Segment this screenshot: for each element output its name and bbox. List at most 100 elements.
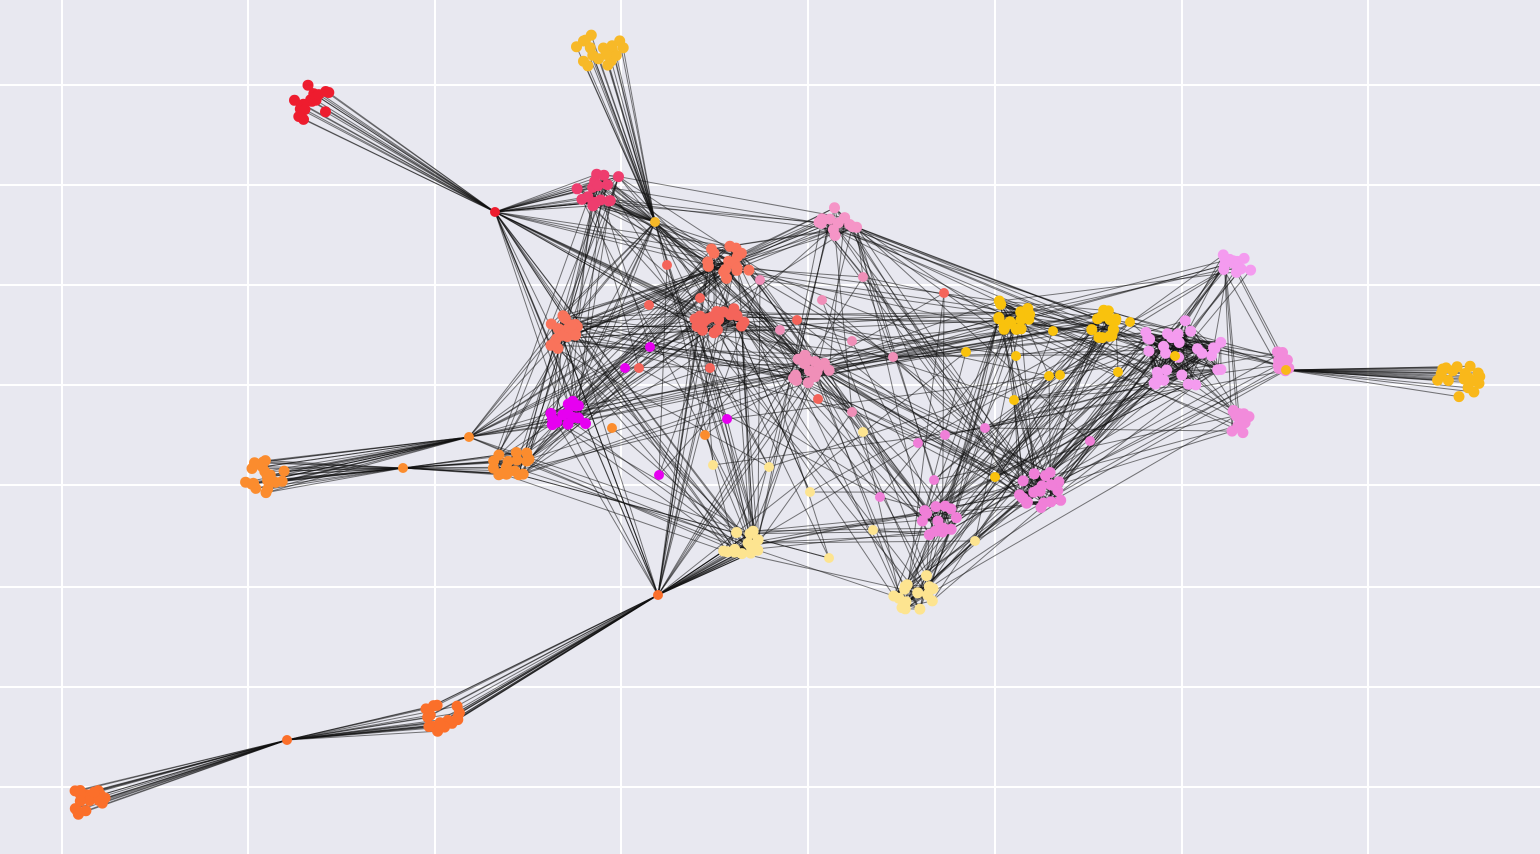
c-orange-bottom-node	[84, 795, 96, 806]
bridge-node	[634, 363, 644, 373]
edge	[657, 318, 708, 596]
edge	[1033, 352, 1166, 493]
edge	[567, 336, 853, 413]
c-orange-left-node	[249, 457, 260, 469]
c-violet-right-node	[1215, 364, 1227, 375]
edge	[657, 361, 806, 596]
bridge-node	[813, 394, 823, 404]
h-orange-4-node	[282, 735, 292, 745]
edge	[657, 530, 754, 596]
c-yellow-b-node	[1104, 330, 1116, 342]
edge	[892, 310, 1109, 358]
bridge-node	[868, 525, 878, 535]
edge	[935, 425, 1238, 508]
c-orange-mid-node	[500, 461, 512, 473]
edge	[711, 316, 933, 602]
edge	[98, 739, 288, 801]
edge	[618, 176, 845, 219]
c-violet-low-node	[950, 512, 962, 524]
edge	[494, 173, 597, 213]
edge	[937, 310, 1109, 522]
edge	[262, 461, 404, 469]
c-orange-mid-node	[517, 468, 529, 480]
edge	[578, 370, 810, 407]
bridge-node	[980, 423, 990, 433]
c-salmon-top-node	[724, 240, 736, 252]
edge	[824, 362, 1059, 492]
c-magenta-node	[546, 413, 558, 424]
edge	[654, 221, 810, 372]
edge	[942, 346, 1164, 529]
edge	[733, 310, 906, 587]
edge	[1235, 272, 1283, 361]
edge	[1233, 263, 1284, 358]
edge	[736, 256, 759, 551]
edge	[270, 467, 404, 476]
edge	[702, 330, 714, 466]
edge	[654, 221, 701, 317]
edge	[927, 312, 1022, 595]
bridge-node	[929, 475, 939, 485]
edge	[494, 211, 805, 365]
bridge-node	[722, 414, 732, 424]
bridge-node	[645, 342, 655, 352]
c-violet-top-node	[1238, 252, 1250, 264]
edge	[526, 335, 576, 462]
bridge-node	[817, 295, 827, 305]
edge	[562, 414, 659, 596]
edge	[265, 436, 470, 494]
edge	[1033, 430, 1233, 493]
edge	[550, 221, 656, 325]
edge	[919, 317, 1000, 610]
edge	[1033, 320, 1117, 493]
c-orange-left-node	[278, 465, 290, 477]
edge	[917, 337, 1100, 594]
c-violet-low-node	[937, 526, 948, 538]
c-violet-right-node	[1185, 325, 1197, 337]
bridge-node	[764, 462, 774, 472]
edge	[856, 226, 1091, 442]
bridge-node	[1085, 436, 1095, 446]
edge	[856, 227, 864, 278]
bridge-node	[858, 272, 868, 282]
bridge-node	[644, 300, 654, 310]
edge	[557, 348, 759, 551]
bridge-node	[1011, 351, 1021, 361]
c-yellow-right-node	[1468, 386, 1480, 398]
c-violet-right-node	[1176, 369, 1188, 381]
c-yellow-a-node	[993, 295, 1005, 307]
c-magenta-node	[580, 418, 591, 429]
edge	[592, 205, 656, 223]
edge	[80, 739, 288, 802]
bridge-node	[847, 407, 857, 417]
edge	[740, 252, 943, 533]
c-violet-mid-node	[1017, 475, 1029, 487]
edge	[562, 200, 610, 316]
edge	[74, 739, 288, 792]
c-cream-bottom-node	[912, 587, 924, 599]
c-magenta-node	[557, 409, 569, 421]
c-pink-center-node	[813, 361, 825, 373]
edge	[747, 371, 818, 544]
c-yellow-a-node	[1015, 314, 1027, 326]
edge	[311, 100, 496, 213]
c-cream-bottom-node	[914, 603, 926, 615]
edge	[731, 314, 923, 522]
c-salmon-left-node	[570, 329, 581, 341]
edge	[926, 427, 986, 514]
edge	[565, 318, 818, 373]
edge	[506, 310, 735, 475]
c-violet-top-node	[1245, 264, 1257, 276]
bridge-node	[805, 487, 815, 497]
edge	[518, 474, 830, 559]
edge	[468, 328, 559, 438]
c-violet-right-node	[1160, 347, 1172, 359]
edge	[950, 337, 1103, 530]
c-yellow-right-node	[1442, 375, 1454, 386]
c-violet-right-node	[1206, 350, 1218, 362]
bridge-node	[1009, 395, 1019, 405]
edge	[928, 310, 1105, 587]
edge	[402, 454, 499, 469]
c-violet-low-node	[930, 501, 942, 513]
edge	[597, 185, 651, 348]
